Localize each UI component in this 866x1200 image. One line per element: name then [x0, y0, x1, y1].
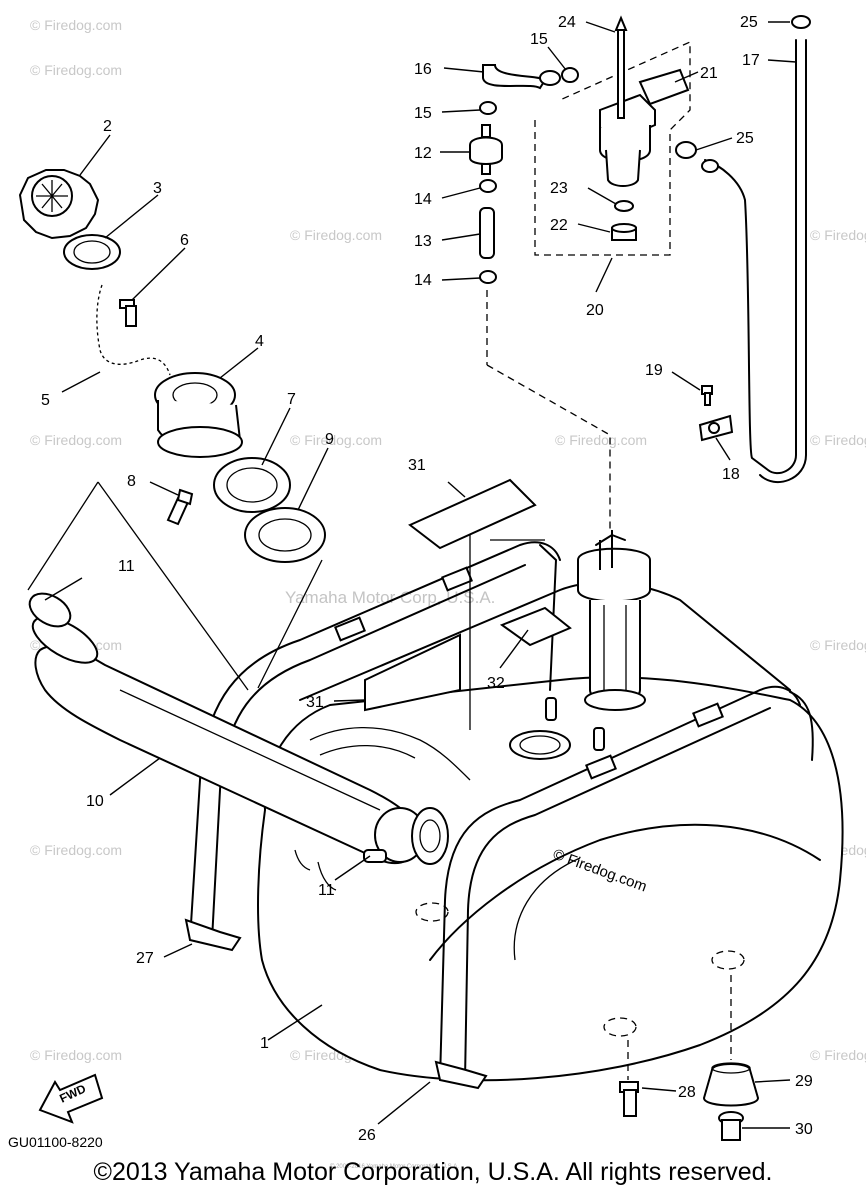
tank-labels — [364, 478, 572, 730]
callout-21: 21 — [700, 65, 718, 82]
fuel-tank — [184, 541, 844, 1090]
watermark-center: Yamaha Motor Corp, U.S.A. — [285, 588, 495, 607]
callout-20: 20 — [586, 302, 604, 319]
watermark: © Firedog.com — [30, 1047, 122, 1063]
watermark: © Firedog.com — [810, 227, 866, 243]
leader-lines — [27, 21, 797, 1129]
callout-24: 24 — [558, 14, 576, 31]
watermark: © Firedog.com — [30, 17, 122, 33]
callout-12: 12 — [414, 145, 432, 162]
callout-10: 10 — [86, 793, 104, 810]
tiny-notice: © 2009-2016 Yamaha Motor Corporation, U.… — [330, 1163, 459, 1170]
bracket-18 — [698, 414, 734, 442]
callout-labels: 1 2 3 4 5 6 7 8 9 10 11 11 12 13 14 14 1… — [41, 14, 813, 1144]
callout-13: 13 — [414, 233, 432, 250]
watermark: © Firedog.com — [30, 62, 122, 78]
bolt-28 — [619, 1081, 639, 1117]
collar-30 — [718, 1111, 744, 1141]
callout-28: 28 — [678, 1084, 696, 1101]
callout-17: 17 — [742, 52, 760, 69]
callout-19: 19 — [645, 362, 663, 379]
callout-32: 32 — [487, 675, 505, 692]
callout-18: 18 — [722, 466, 740, 483]
watermark: © Firedog.com — [290, 227, 382, 243]
callout-27: 27 — [136, 950, 154, 967]
callout-11b: 11 — [318, 882, 335, 899]
watermark: © Firedog.com — [810, 637, 866, 653]
callout-26: 26 — [358, 1127, 376, 1144]
callout-25b: 25 — [736, 130, 754, 147]
hose-clamp-lower — [363, 849, 387, 863]
fuel-level-sender — [577, 530, 651, 711]
watermark: © Firedog.com — [290, 432, 382, 448]
callout-14b: 14 — [414, 272, 432, 289]
callout-6: 6 — [180, 232, 189, 249]
callout-5: 5 — [41, 392, 50, 409]
callout-16: 16 — [414, 61, 432, 78]
diagram-code: GU01100-8220 — [8, 1134, 103, 1150]
screw-6 — [119, 299, 137, 327]
gasket-7 — [213, 457, 291, 513]
filler-hose — [28, 592, 449, 865]
callout-25a: 25 — [740, 14, 758, 31]
callout-8: 8 — [127, 473, 136, 490]
watermark: © Firedog.com — [555, 432, 647, 448]
callout-3: 3 — [153, 180, 162, 197]
callout-7: 7 — [287, 391, 296, 408]
cap-chain — [96, 284, 171, 376]
callout-31a: 31 — [408, 457, 426, 474]
watermark: © Firedog.com — [30, 432, 122, 448]
callout-30: 30 — [795, 1121, 813, 1138]
callout-9: 9 — [325, 431, 334, 448]
vent-tube — [675, 15, 811, 484]
gasket-9 — [244, 507, 326, 563]
callout-1: 1 — [260, 1035, 269, 1052]
vent-components — [469, 64, 611, 530]
callout-22: 22 — [550, 217, 568, 234]
callout-15a: 15 — [414, 105, 432, 122]
callout-29: 29 — [795, 1073, 813, 1090]
damper-29 — [702, 1062, 760, 1107]
callout-14a: 14 — [414, 191, 432, 208]
watermark: © Firedog.com — [30, 842, 122, 858]
watermark: © Firedog.com — [810, 432, 866, 448]
callout-4: 4 — [255, 333, 264, 350]
callout-2: 2 — [103, 118, 112, 135]
fuel-valve-assembly — [534, 15, 691, 256]
callout-23: 23 — [550, 180, 568, 197]
callout-15b: 15 — [530, 31, 548, 48]
callout-11a: 11 — [118, 558, 135, 575]
fwd-arrow-icon: FWD — [38, 1073, 104, 1124]
filler-cap — [18, 169, 100, 240]
screw-8 — [166, 488, 194, 526]
watermark: © Firedog.com — [810, 1047, 866, 1063]
screw-19 — [701, 385, 713, 406]
filler-neck — [154, 372, 243, 458]
cap-gasket — [63, 234, 121, 270]
callout-31b: 31 — [306, 694, 324, 711]
copyright-notice: ©2013 Yamaha Motor Corporation, U.S.A. A… — [93, 1158, 773, 1186]
